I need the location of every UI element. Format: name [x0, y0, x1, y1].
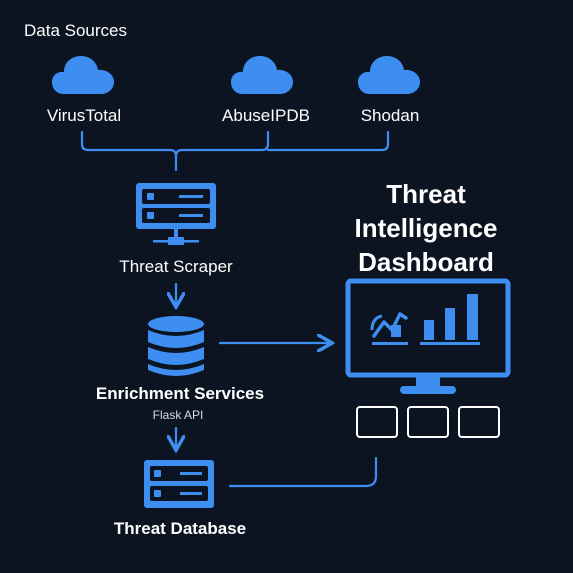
server-icon	[136, 183, 216, 245]
source-label-shodan: Shodan	[360, 106, 420, 125]
enrichment-services-label: Enrichment Services	[95, 384, 265, 403]
data-sources-title: Data Sources	[24, 21, 127, 40]
dashboard-panel	[356, 406, 398, 438]
monitor-icon	[345, 278, 511, 394]
threat-scraper-label: Threat Scraper	[119, 257, 233, 276]
abuseipdb-connector	[174, 130, 270, 158]
cloud-icon	[231, 56, 293, 94]
cloud-icon	[52, 56, 114, 94]
server-icon	[144, 460, 214, 508]
source-label-virustotal: VirusTotal	[46, 106, 122, 125]
dashboard-title: Threat Intelligence Dashboard	[354, 179, 498, 277]
dashboard-panel	[458, 406, 500, 438]
shodan-connector	[266, 130, 390, 152]
sources-merge-line	[80, 130, 178, 172]
dashboard-panel	[407, 406, 449, 438]
threat-database-label: Threat Database	[113, 519, 247, 538]
database-to-dashboard-line	[228, 456, 378, 488]
flask-api-label: Flask API	[152, 408, 204, 422]
database-icon	[148, 316, 204, 376]
source-label-abuseipdb: AbuseIPDB	[222, 106, 310, 125]
cloud-icon	[358, 56, 420, 94]
